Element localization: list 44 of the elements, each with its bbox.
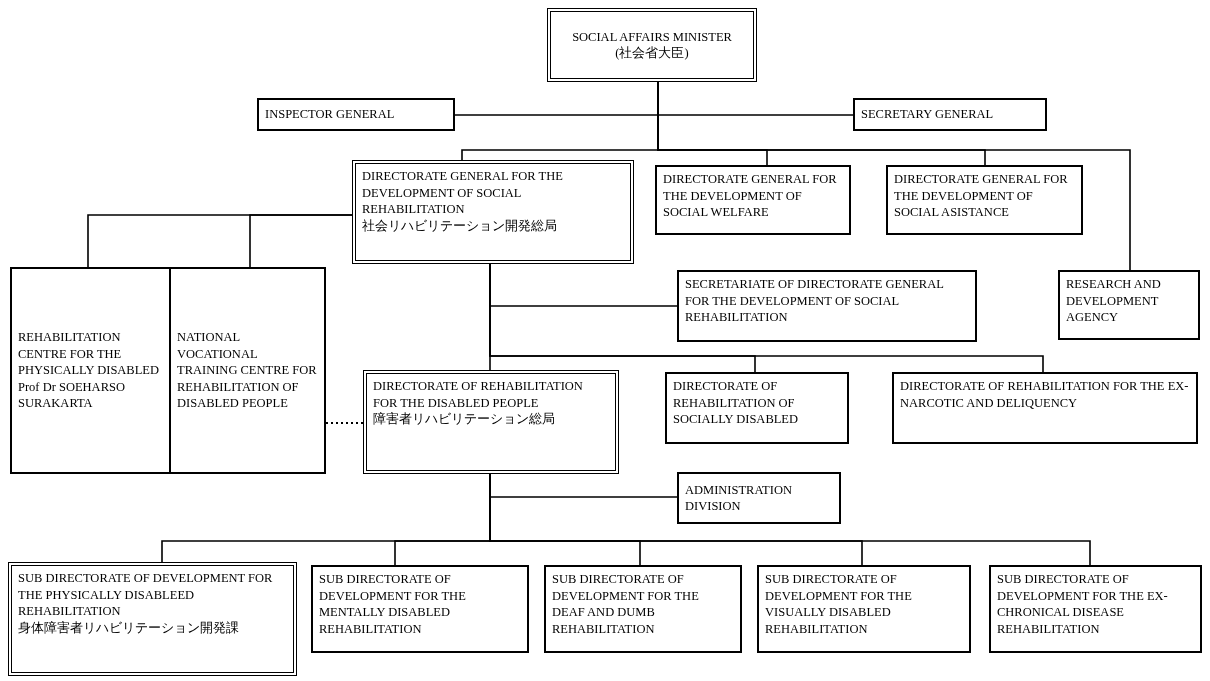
unit-box: [544, 565, 742, 653]
unit-name: DIRECTORATE GENERAL FOR THE DEVELOPMENT OF SOCIAL ASISTANCE: [894, 171, 1069, 221]
unit-name: DIRECTORATE OF REHABILITATION FOR THE DISABLED PEOPLE: [373, 378, 584, 411]
unit-name: SUB DIRECTORATE OF DEVELOPMENT FOR THE VISUALLY DISABLED REHABILITATION: [765, 571, 913, 637]
unit-box: [363, 370, 619, 474]
unit-box: [257, 98, 455, 131]
unit-box: [757, 565, 971, 653]
unit-name: SUB DIRECTORATE OF DEVELOPMENT FOR THE DEAF AND DUMB REHABILITATION: [552, 571, 700, 637]
unit-name: DIRECTORATE GENERAL FOR THE DEVELOPMENT OF SOCIAL WELFARE: [663, 171, 838, 221]
connector-line: [325, 422, 364, 424]
unit-name: SOCIAL AFFAIRS MINISTER: [571, 28, 733, 45]
unit-box: [677, 472, 841, 524]
unit-name: DIRECTORATE GENERAL FOR THE DEVELOPMENT OF SOCIAL REHABILITATION: [362, 168, 564, 218]
unit-box: [311, 565, 529, 653]
unit-box: [10, 267, 171, 474]
unit-box: [665, 372, 849, 444]
unit-box: [655, 165, 851, 235]
unit-name: SECRETARIATE OF DIRECTORATE GENERAL FOR THE DEVELOPMENT OF SOCIAL REHABILITATION: [685, 276, 945, 326]
unit-name: DIRECTORATE OF REHABILITATION FOR THE EX-NARCOTIC AND DELIQUENCY: [900, 378, 1190, 411]
unit-name: INSPECTOR GENERAL: [265, 106, 396, 123]
unit-name: REHABILITATION CENTRE FOR THE PHYSICALLY DISABLED Prof Dr SOEHARSO SURAKARTA: [18, 329, 160, 412]
unit-box: [989, 565, 1202, 653]
unit-name: NATIONAL VOCATIONAL TRAINING CENTRE FOR REHABILITATION OF DISABLED PEOPLE: [177, 329, 318, 412]
unit-box: [677, 270, 977, 342]
unit-box: [8, 562, 297, 676]
unit-name: SUB DIRECTORATE OF DEVELOPMENT FOR THE EX-CHRONICAL DISEASE REHABILITATION: [997, 571, 1169, 637]
unit-name: SUB DIRECTORATE OF DEVELOPMENT FOR THE PHYSICALLY DISABLEED REHABILITATION: [18, 570, 274, 620]
unit-box: [853, 98, 1047, 131]
unit-name: DIRECTORATE OF REHABILITATION OF SOCIALLY DISABLED: [673, 378, 800, 428]
unit-name: SECRETARY GENERAL: [861, 106, 995, 123]
connector-line: [249, 214, 353, 268]
unit-box: [169, 267, 326, 474]
unit-box: [1058, 270, 1200, 340]
unit-box: [352, 160, 634, 264]
japanese-unit-name: 障害者リハビリテーション総局: [373, 411, 556, 428]
unit-box: [547, 8, 757, 82]
unit-box: [886, 165, 1083, 235]
unit-name: ADMINISTRATION DIVISION: [685, 481, 793, 515]
japanese-unit-name: (社会省大臣): [614, 45, 690, 62]
unit-box: [892, 372, 1198, 444]
unit-name: SUB DIRECTORATE OF DEVELOPMENT FOR THE MENTALLY DISABLED REHABILITATION: [319, 571, 467, 637]
japanese-unit-name: 社会リハビリテーション開発総局: [362, 217, 558, 234]
unit-name: RESEARCH AND DEVELOPMENT AGENCY: [1066, 276, 1162, 326]
japanese-unit-name: 身体障害者リハビリテーション開発課: [18, 619, 240, 636]
